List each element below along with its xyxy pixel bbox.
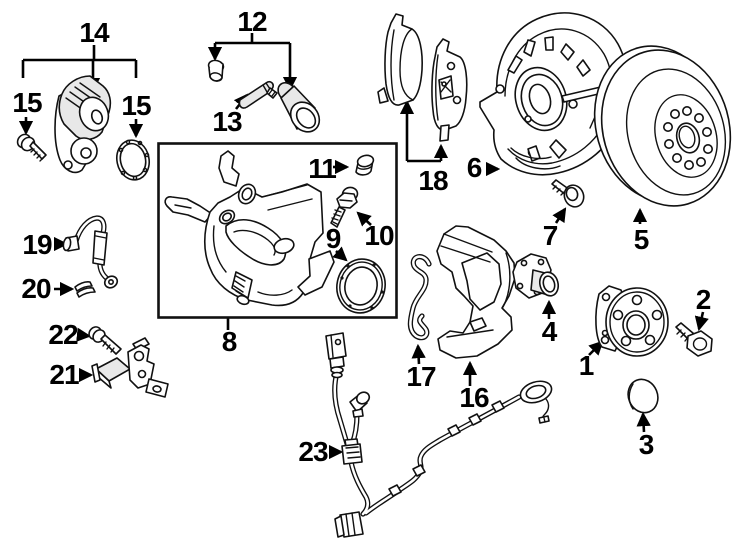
pad-spring-drawing (407, 254, 432, 341)
guide-pin-cap-drawing (207, 59, 225, 82)
callout-6[interactable]: 6 (466, 152, 483, 183)
caliper-box (157, 142, 398, 319)
callout-2[interactable]: 2 (695, 284, 712, 315)
sensor-bolt-drawing (88, 326, 122, 355)
brake-motor-drawing (54, 75, 112, 174)
callout-lines (18, 33, 709, 460)
abs-harness-drawing (325, 332, 553, 538)
guide-pin-drawing (238, 80, 278, 109)
callout-7[interactable]: 7 (542, 220, 559, 251)
motor-gasket-drawing (116, 139, 150, 181)
callout-4[interactable]: 4 (541, 316, 558, 347)
callout-15-left[interactable]: 15 (12, 87, 42, 118)
brake-rotor-drawing (593, 45, 732, 207)
callout-9[interactable]: 9 (325, 223, 342, 254)
callout-8[interactable]: 8 (221, 326, 238, 357)
callout-1[interactable]: 1 (578, 350, 595, 381)
callout-5[interactable]: 5 (633, 224, 650, 255)
callout-3[interactable]: 3 (638, 429, 655, 460)
brake-hose-drawing (62, 215, 119, 289)
brake-pads-drawing (377, 13, 468, 142)
hub-bolt-drawing (675, 322, 713, 357)
piston-seal-drawing (336, 258, 386, 314)
splash-shield-drawing (479, 12, 629, 176)
caliper-bracket-drawing (436, 225, 516, 359)
callout-11[interactable]: 11 (308, 153, 337, 184)
callout-23[interactable]: 23 (298, 436, 328, 467)
callout-21[interactable]: 21 (49, 359, 79, 390)
callout-14[interactable]: 14 (79, 17, 109, 48)
caliper-drawing (164, 150, 335, 307)
abs-sensor-drawing (91, 337, 169, 398)
callout-16[interactable]: 16 (459, 382, 489, 413)
hub-coupling-drawing (512, 253, 560, 299)
callout-17[interactable]: 17 (406, 361, 436, 392)
callout-18[interactable]: 18 (418, 165, 448, 196)
hose-clip-drawing (74, 281, 96, 298)
hub-bearing-drawing (595, 285, 669, 357)
callout-19[interactable]: 19 (22, 229, 52, 260)
callout-10[interactable]: 10 (364, 220, 394, 251)
callout-12[interactable]: 12 (237, 6, 267, 37)
guide-bushing-drawing (277, 81, 321, 133)
callout-15-right[interactable]: 15 (121, 90, 151, 121)
callout-20[interactable]: 20 (21, 273, 51, 304)
motor-bolt-drawing (16, 133, 47, 162)
dust-cap-drawing (627, 378, 659, 414)
callout-22[interactable]: 22 (48, 319, 78, 350)
callout-13[interactable]: 13 (212, 106, 242, 137)
shield-screw-drawing (551, 179, 585, 208)
bleeder-screw-drawing (330, 186, 359, 228)
bleeder-cap-drawing (355, 154, 375, 176)
